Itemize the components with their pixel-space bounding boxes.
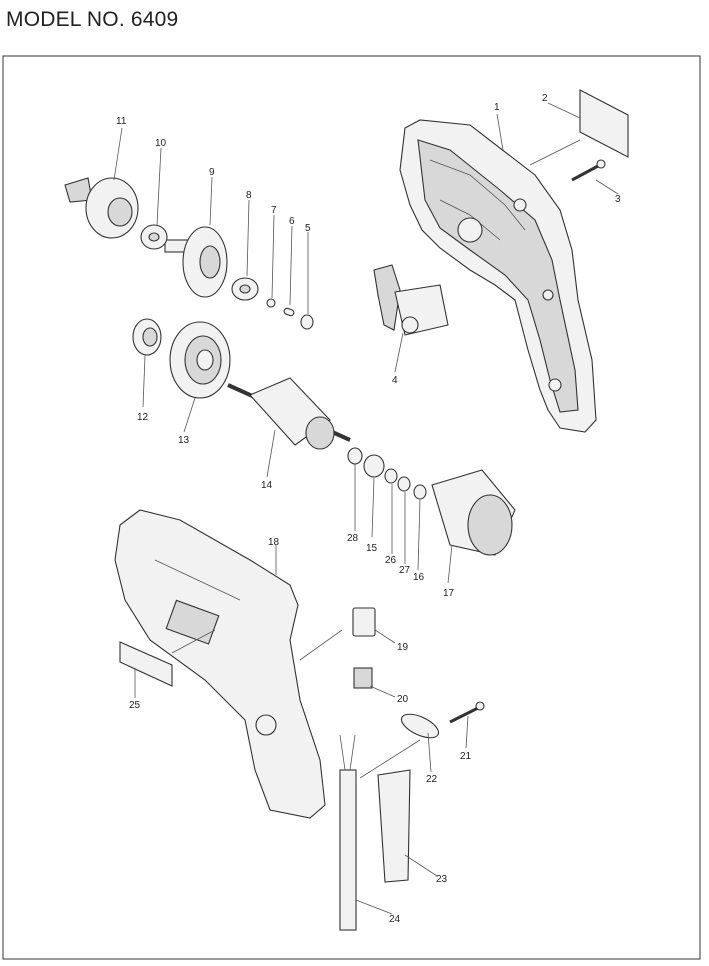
bearing-icon: [140, 224, 168, 250]
insulation-washer-icon: [347, 447, 363, 465]
housing-half-icon: [114, 509, 326, 819]
pin-icon: [283, 307, 295, 317]
part-number-13: 13: [178, 435, 190, 446]
cord-guard-icon: [377, 769, 411, 883]
part-number-6: 6: [289, 216, 295, 227]
name-plate-icon: [579, 89, 629, 158]
part-number-28: 28: [347, 533, 359, 544]
part-number-14: 14: [261, 480, 273, 491]
washer-icon: [300, 314, 314, 330]
leader-lines: [113, 102, 619, 915]
part-number-24: 24: [389, 914, 401, 925]
part-number-7: 7: [271, 205, 277, 216]
bearing-icon: [363, 454, 385, 478]
strain-relief-icon: [400, 713, 440, 739]
housing-half-icon: [399, 119, 597, 433]
part-number-9: 9: [209, 167, 215, 178]
part-number-10: 10: [155, 138, 167, 149]
part-number-25: 25: [129, 700, 141, 711]
part-number-8: 8: [246, 190, 252, 201]
diagram-frame: [2, 55, 701, 960]
cord-icon: [339, 734, 357, 931]
part-number-23: 23: [436, 874, 448, 885]
part-number-20: 20: [397, 694, 409, 705]
bearing-icon: [231, 277, 259, 301]
carbon-brush-icon: [353, 667, 373, 689]
spindle-gear-icon: [164, 226, 228, 298]
ring-spring-icon: [397, 476, 411, 492]
armature-icon: [227, 377, 351, 450]
rubber-ring-icon: [413, 484, 427, 500]
label-icon: [119, 641, 173, 687]
part-number-17: 17: [443, 588, 455, 599]
fan-icon: [169, 321, 231, 399]
part-number-1: 1: [494, 102, 500, 113]
tapping-screw-icon: [571, 159, 606, 182]
page-title: MODEL NO. 6409: [6, 8, 179, 31]
part-number-2: 2: [542, 93, 548, 104]
part-number-22: 22: [426, 774, 438, 785]
part-number-11: 11: [116, 116, 127, 127]
part-number-5: 5: [305, 223, 311, 234]
switch-icon: [373, 264, 449, 336]
part-number-16: 16: [413, 572, 425, 583]
part-number-12: 12: [137, 412, 149, 423]
steel-ball-icon: [266, 298, 276, 308]
field-icon: [431, 469, 516, 556]
part-number-19: 19: [397, 642, 409, 653]
tapping-screw-icon: [449, 701, 485, 724]
part-number-4: 4: [392, 375, 398, 386]
ball-bearing-icon: [132, 318, 162, 356]
part-number-21: 21: [460, 751, 472, 762]
part-number-18: 18: [268, 537, 280, 548]
part-number-15: 15: [366, 543, 378, 554]
part-number-3: 3: [615, 194, 621, 205]
drill-chuck-icon: [64, 177, 139, 239]
part-number-26: 26: [385, 555, 397, 566]
brush-holder-icon: [352, 607, 376, 637]
flat-washer-icon: [384, 468, 398, 484]
part-number-27: 27: [399, 565, 411, 576]
